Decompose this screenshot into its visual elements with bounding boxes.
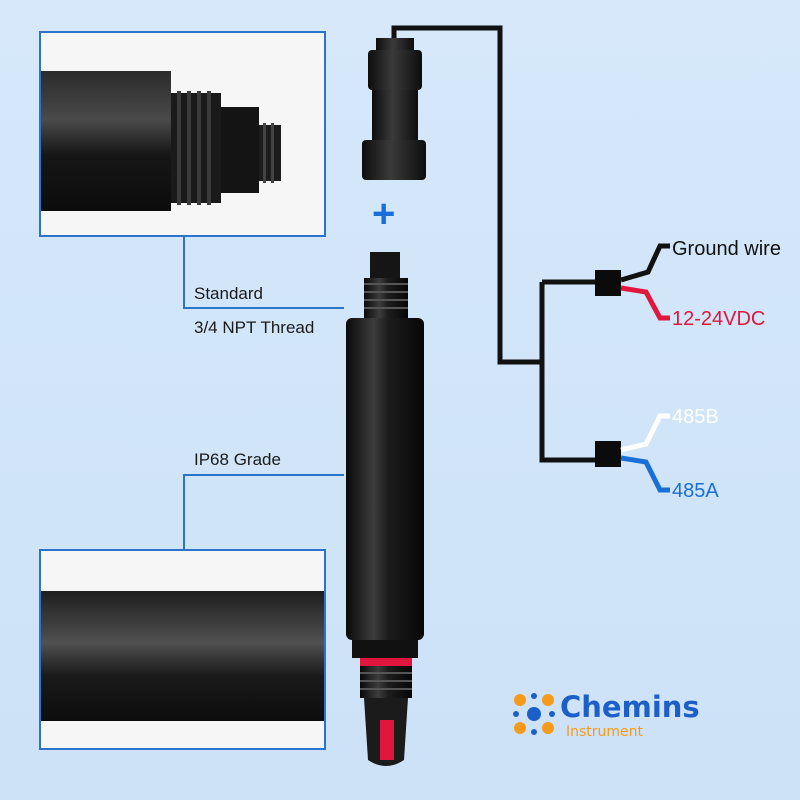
b-wire [620,413,670,453]
ground-wire [620,243,670,283]
sensor-body [346,252,424,766]
thread-callout-line2: 3/4 NPT Thread [194,318,315,337]
body-detail-panel [39,549,326,750]
split-cable [539,282,600,463]
a-wire-label: 485A [672,480,719,502]
splice-top [595,270,621,296]
body-closeup-image [41,551,324,748]
cable-connector [362,38,426,180]
power-wire-label: 12-24VDC [672,308,766,330]
thread-callout-line1: Standard [194,284,263,303]
ground-wire-label: Ground wire [672,238,781,260]
brand-name: Chemins [560,690,700,724]
thread-callout-line [183,237,344,309]
logo-mark-icon [513,693,555,735]
thread-detail-panel [39,31,326,237]
brand-subtitle: Instrument [566,724,644,740]
thread-closeup-image [41,33,324,235]
splice-bottom [595,441,621,467]
ip-callout-line [183,474,344,549]
power-wire [620,285,670,321]
main-cable [391,25,542,365]
connector-plus-symbol: + [372,192,396,236]
b-wire-label: 485B [672,406,719,428]
ip-grade-label: IP68 Grade [194,450,281,469]
a-wire [620,455,670,493]
